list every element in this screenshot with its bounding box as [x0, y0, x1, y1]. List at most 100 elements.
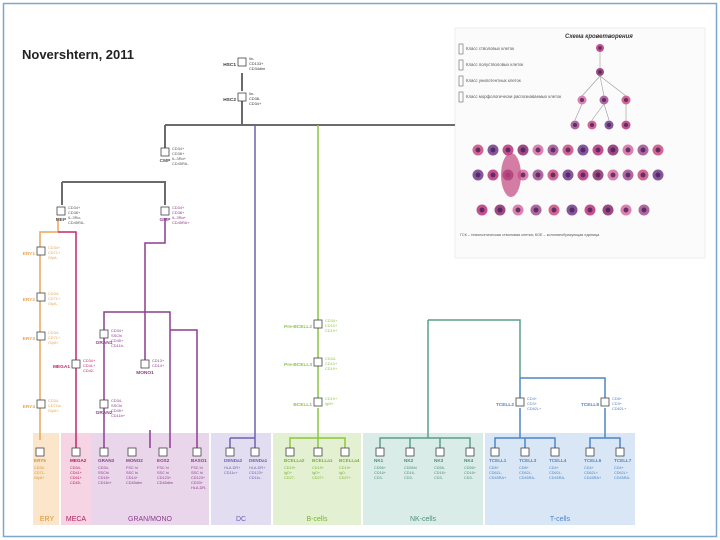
node-box	[99, 329, 109, 339]
node-marker: CD27+	[312, 476, 325, 480]
node-marker: CD27+	[339, 476, 352, 480]
node-marker: CD19+	[325, 396, 338, 401]
node-marker: CD62L-	[519, 471, 533, 475]
node-label: DENDa1	[249, 458, 268, 463]
node-marker: CD11c-	[249, 476, 262, 480]
node-label: BCELLa2	[284, 458, 305, 463]
node-marker: SSChi	[111, 333, 122, 338]
node-label: NK3	[434, 458, 444, 463]
node-label: TCELL7	[614, 458, 632, 463]
node-marker: CD62L+	[527, 406, 542, 411]
node-marker: CD34+	[172, 146, 185, 151]
node-marker: IgD-	[339, 471, 347, 475]
lineage-label-ery: ERY	[40, 516, 55, 523]
inset-cell-nucleus	[535, 147, 541, 153]
node-marker: lin-	[249, 91, 255, 96]
inset-cell-nucleus	[475, 172, 481, 178]
node-label: EOS2	[157, 458, 170, 463]
node-marker: CD38+	[172, 151, 185, 156]
node-marker: IgD+	[284, 471, 293, 475]
nk-line	[379, 319, 521, 448]
inset-cell-nucleus	[605, 207, 611, 213]
node-marker: CD34+	[249, 101, 262, 106]
node-marker: CD45+	[111, 408, 124, 413]
inset-cell-nucleus	[610, 172, 616, 178]
node-marker: CD62L+	[614, 471, 629, 475]
node-box	[71, 359, 81, 369]
inset-cell-nucleus	[587, 207, 593, 213]
node-marker: GlyA+	[34, 476, 45, 480]
node-marker: GlyA-	[48, 301, 58, 306]
node-box	[490, 447, 500, 457]
node-marker: CD62L+	[612, 406, 627, 411]
node-marker: CD34+	[111, 328, 124, 333]
node-box	[515, 397, 525, 407]
node-marker: CD4+	[584, 466, 595, 470]
node-marker: CD34+	[83, 358, 96, 363]
node-marker: CD19+	[312, 466, 325, 470]
node-marker: SSC hi	[126, 471, 138, 475]
node-marker: CD45RA-	[614, 476, 631, 480]
node-marker: SSC hi	[191, 471, 203, 475]
node-marker: SSChi	[98, 471, 109, 475]
node-marker: IgD+	[312, 471, 321, 475]
inset-cell-nucleus	[490, 172, 496, 178]
node-label: MEGA2	[70, 458, 87, 463]
node-box	[160, 206, 170, 216]
t-line	[494, 377, 621, 448]
node-marker: CD19+	[339, 466, 352, 470]
node-marker: CD123+	[249, 471, 264, 475]
inset-cell-nucleus	[601, 97, 607, 103]
inset-cell-nucleus	[640, 172, 646, 178]
node-label: HSC1	[223, 62, 236, 68]
node-label: NK1	[374, 458, 384, 463]
lineage-label-meca: MECA	[66, 516, 87, 523]
node-label: TCELL8	[581, 402, 599, 408]
node-marker: CD16+	[98, 476, 111, 480]
node-label: ERY2	[23, 297, 36, 303]
inset-cell-nucleus	[655, 147, 661, 153]
node-box	[340, 447, 350, 457]
node-marker: CD34-	[48, 330, 60, 335]
node-marker: GlyA-	[48, 255, 58, 260]
node-box	[405, 447, 415, 457]
inset-cell-nucleus	[551, 207, 557, 213]
lineage-band-gran-mono	[91, 433, 209, 525]
node-box	[192, 447, 202, 457]
lineage-label-dc: DC	[236, 516, 246, 523]
node-marker: CD16+	[464, 471, 477, 475]
node-box	[160, 147, 170, 157]
node-tcell8: TCELL8 CD8+CD3+CD62L+	[581, 396, 627, 411]
node-marker: CD34+	[48, 245, 61, 250]
lineage-label-nk-cells: NK-cells	[410, 516, 437, 523]
node-marker: CD56+	[374, 466, 387, 470]
node-box	[237, 92, 247, 102]
node-box	[140, 359, 150, 369]
inset-cell-nucleus	[565, 172, 571, 178]
node-marker: CD10+	[325, 323, 338, 328]
node-marker: CD3-	[464, 476, 474, 480]
node-box	[225, 447, 235, 457]
inset-cell-nucleus	[580, 172, 586, 178]
node-marker: CD19+	[284, 466, 297, 470]
node-marker: CD4+	[549, 466, 560, 470]
node-marker: CD8+	[612, 396, 623, 401]
node-marker: CD3+	[612, 401, 623, 406]
node-marker: CD34-	[325, 356, 337, 361]
node-marker: CD45RA+	[172, 220, 190, 225]
inset-cell-nucleus	[580, 147, 586, 153]
node-label: TCELL1	[489, 458, 507, 463]
lineage-band-dc	[211, 433, 271, 525]
node-marker: CD13+	[152, 358, 165, 363]
